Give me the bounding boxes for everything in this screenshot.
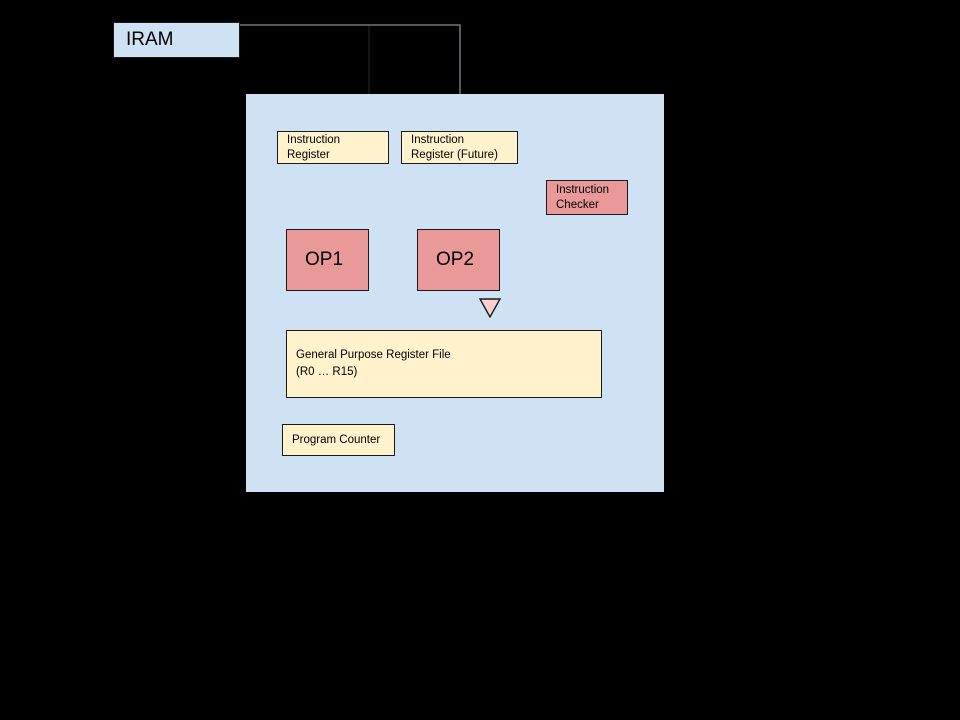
node-op1[interactable]: OP1 xyxy=(286,229,369,291)
node-iram[interactable]: IRAM xyxy=(113,22,240,58)
node-instruction-register[interactable]: Instruction Register xyxy=(277,131,389,164)
node-op2-label: OP2 xyxy=(436,249,475,270)
node-general-purpose-register-file[interactable]: General Purpose Register File (R0 … R15) xyxy=(286,330,602,398)
node-gprf-label: General Purpose Register File (R0 … R15) xyxy=(296,349,451,378)
node-program-counter[interactable]: Program Counter xyxy=(282,424,395,456)
node-op1-label: OP1 xyxy=(305,249,344,270)
node-instruction-checker-label: Instruction Checker xyxy=(556,183,610,211)
node-instruction-checker[interactable]: Instruction Checker xyxy=(546,180,628,215)
output-buffer-triangle-icon[interactable] xyxy=(479,298,501,318)
node-op2[interactable]: OP2 xyxy=(417,229,500,291)
node-instruction-register-label: Instruction Register xyxy=(287,133,341,161)
node-iram-label: IRAM xyxy=(126,29,174,50)
node-instruction-register-future[interactable]: Instruction Register (Future) xyxy=(401,131,518,164)
node-program-counter-label: Program Counter xyxy=(292,434,381,446)
node-instruction-register-future-label: Instruction Register (Future) xyxy=(411,133,498,161)
